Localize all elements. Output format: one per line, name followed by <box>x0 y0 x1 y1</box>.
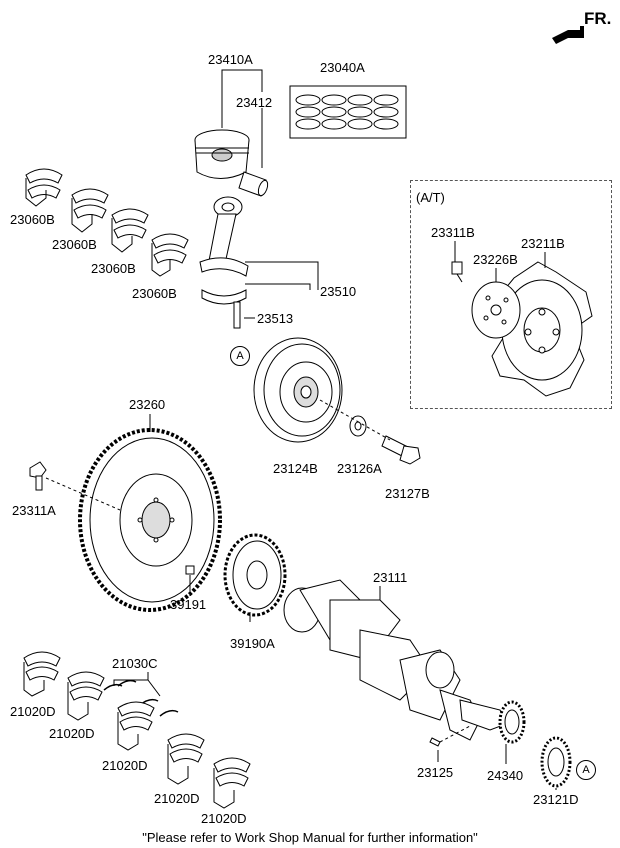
upper-bearing-icons <box>25 168 189 264</box>
part-label-23311b[interactable]: 23311B <box>431 225 475 240</box>
piston-pin-icon <box>238 171 269 197</box>
damper-pulley-icon <box>253 337 343 443</box>
part-label-21020d-3[interactable]: 21020D <box>102 758 148 773</box>
part-label-39191[interactable]: 39191 <box>170 597 207 612</box>
footer-note: "Please refer to Work Shop Manual for fu… <box>142 830 478 845</box>
part-label-23060b-3[interactable]: 23060B <box>91 261 136 276</box>
front-direction-label: FR. <box>584 9 612 28</box>
part-label-23040a[interactable]: 23040A <box>320 60 365 75</box>
part-label-23125[interactable]: 23125 <box>417 765 454 780</box>
callout-a-sprocket: A <box>576 760 596 780</box>
adapter-plate-icon <box>471 281 521 339</box>
flywheel-bolt-icon <box>29 461 47 491</box>
sensor-wheel-bolt-icon <box>185 565 195 575</box>
drive-plate-bolt-icon <box>451 261 463 283</box>
part-label-21020d-2[interactable]: 21020D <box>49 726 95 741</box>
part-label-23060b-2[interactable]: 23060B <box>52 237 97 252</box>
washer-icon <box>349 415 367 437</box>
drive-plate-icon <box>491 261 593 397</box>
front-arrow-icon <box>552 26 584 44</box>
part-label-24340[interactable]: 24340 <box>487 768 524 783</box>
piston-rings-icon <box>289 85 407 139</box>
piston-icon <box>194 129 250 179</box>
part-label-23121d[interactable]: 23121D <box>533 792 579 807</box>
part-label-23410a[interactable]: 23410A <box>208 52 253 67</box>
part-label-23412[interactable]: 23412 <box>236 95 273 110</box>
crank-sprocket-icon <box>498 700 526 744</box>
part-label-23513[interactable]: 23513 <box>257 311 294 326</box>
part-label-21030c[interactable]: 21030C <box>112 656 158 671</box>
oil-pump-sprocket-icon <box>540 736 572 788</box>
automatic-transmission-label: (A/T) <box>416 190 445 205</box>
part-label-23311a[interactable]: 23311A <box>12 503 56 518</box>
connecting-rod-icon <box>199 196 249 329</box>
part-label-21020d-1[interactable]: 21020D <box>10 704 56 719</box>
part-label-23126a[interactable]: 23126A <box>337 461 382 476</box>
part-label-21020d-5[interactable]: 21020D <box>201 811 247 826</box>
part-label-21020d-4[interactable]: 21020D <box>154 791 200 806</box>
part-label-23060b-1[interactable]: 23060B <box>10 212 55 227</box>
part-label-23226b[interactable]: 23226B <box>473 252 518 267</box>
part-label-23060b-4[interactable]: 23060B <box>132 286 177 301</box>
thrust-washer-icons <box>103 679 179 717</box>
sensor-wheel-icon <box>223 533 287 617</box>
pulley-bolt-icon <box>381 435 421 465</box>
part-label-23124b[interactable]: 23124B <box>273 461 318 476</box>
automatic-transmission-box <box>410 180 612 409</box>
part-label-23260[interactable]: 23260 <box>129 397 166 412</box>
woodruff-key-icon <box>429 737 441 747</box>
part-label-23111[interactable]: 23111 <box>373 570 408 585</box>
crankshaft-icon <box>283 579 507 741</box>
part-label-23510[interactable]: 23510 <box>320 284 357 299</box>
part-label-39190a[interactable]: 39190A <box>230 636 275 651</box>
callout-a-pulley: A <box>230 346 250 366</box>
part-label-23211b[interactable]: 23211B <box>521 236 565 251</box>
lower-bearing-icons <box>23 651 251 787</box>
part-label-23127b[interactable]: 23127B <box>385 486 430 501</box>
flywheel-icon <box>78 428 222 612</box>
